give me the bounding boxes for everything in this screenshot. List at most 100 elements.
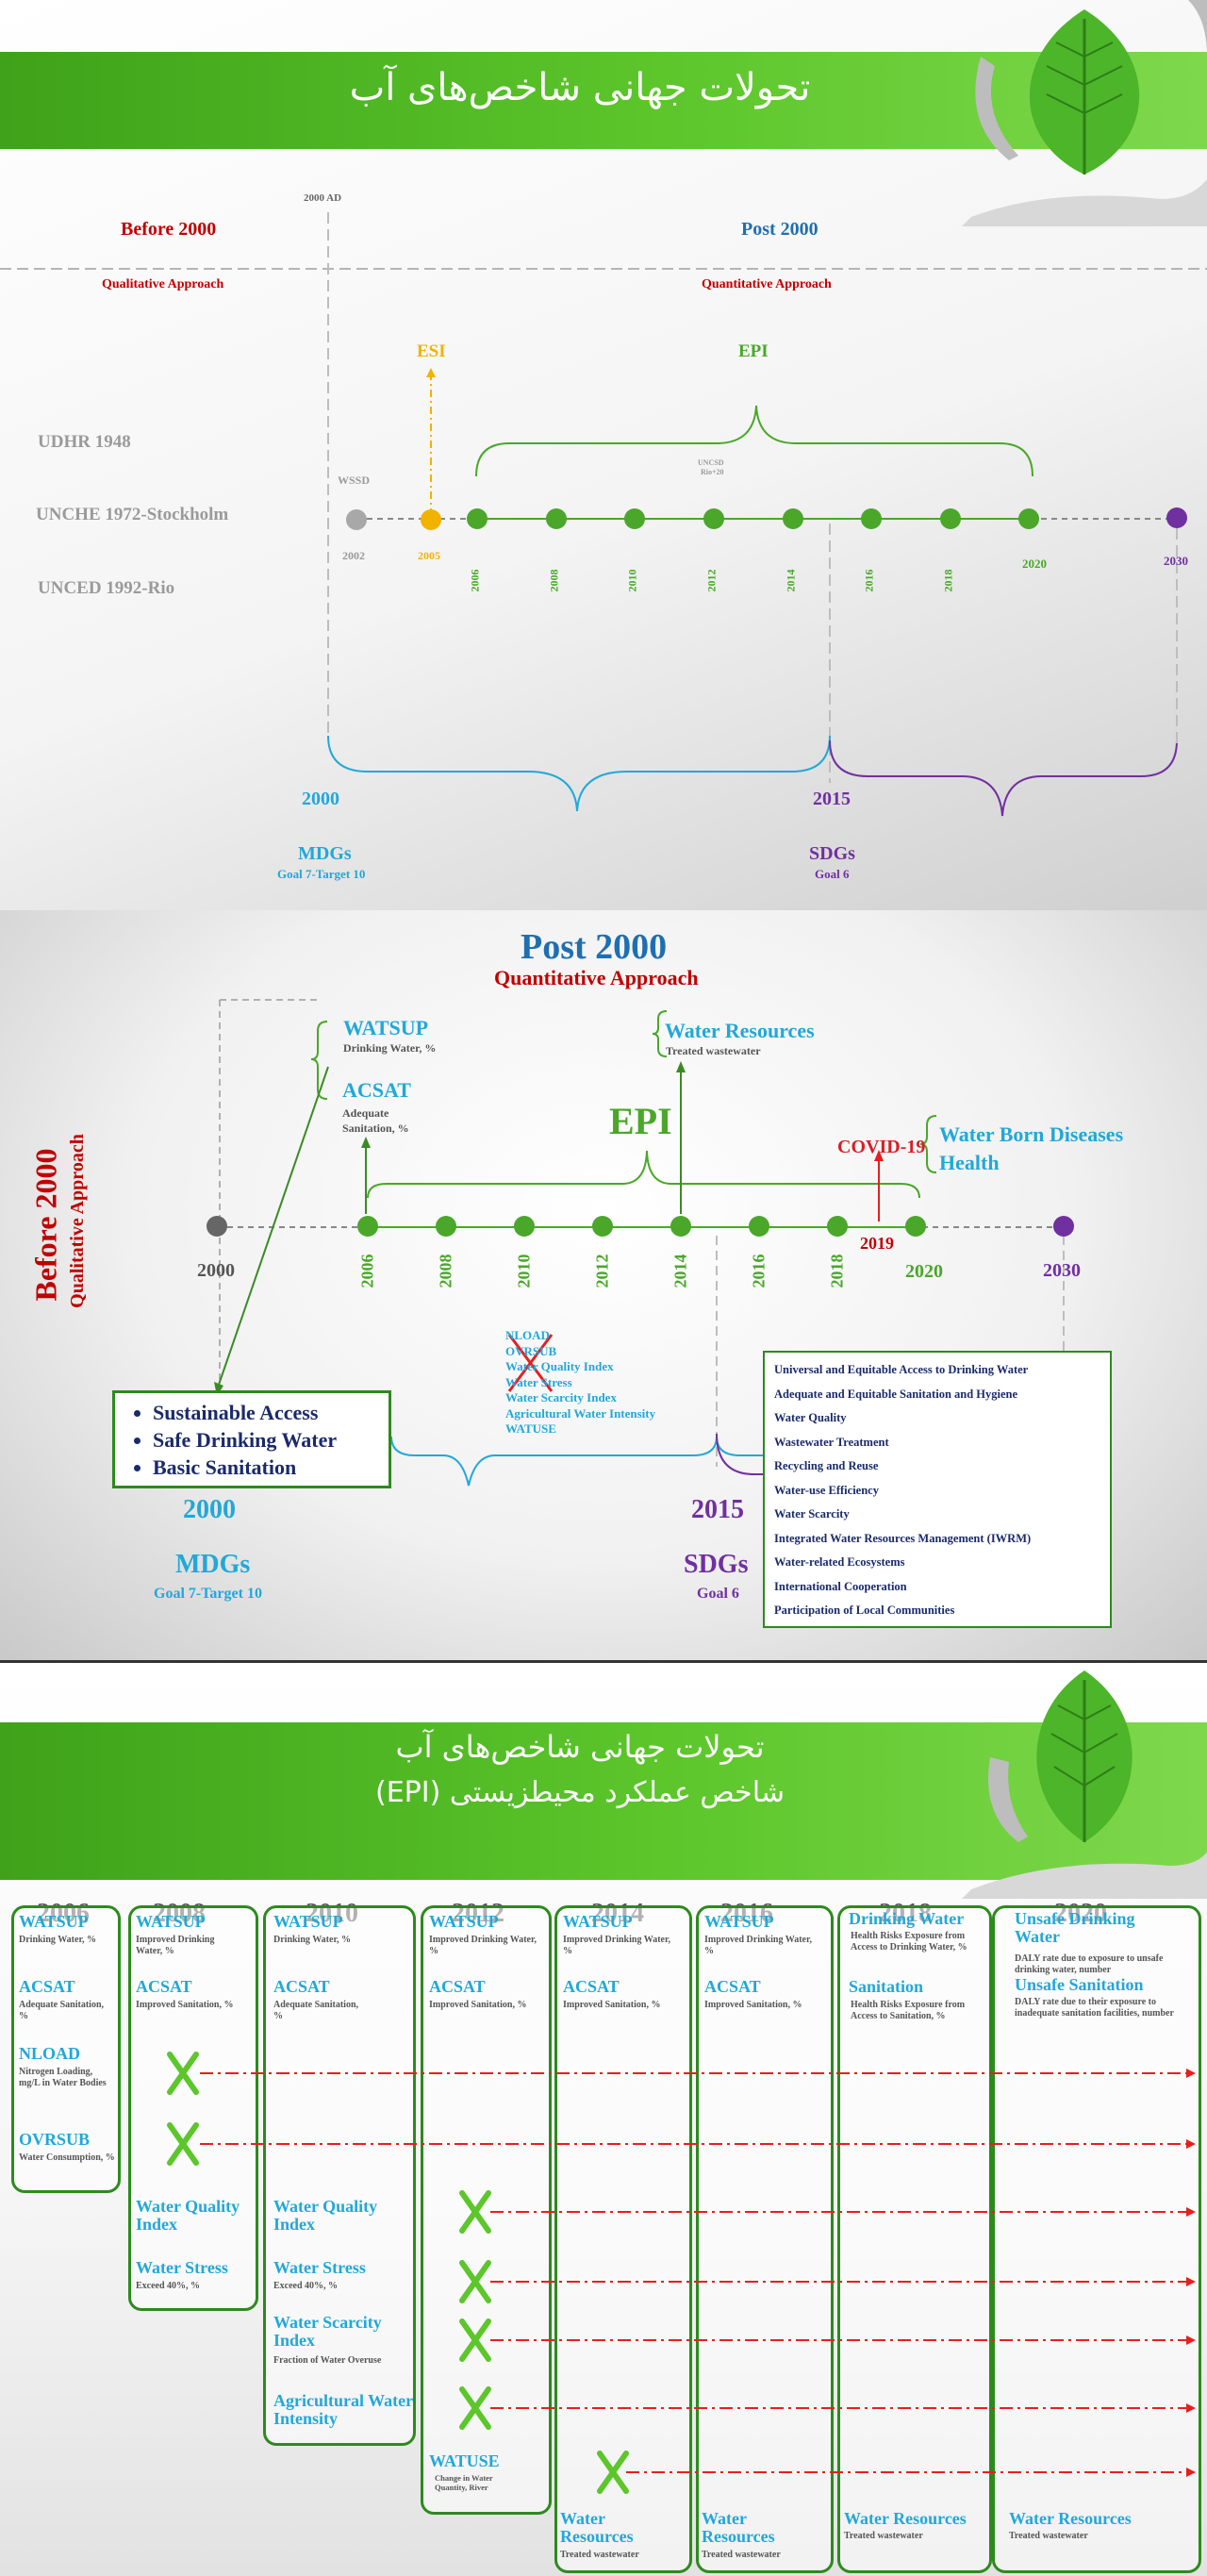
mdgs-label: MDGs (298, 843, 352, 864)
year-2008: 2008 (547, 569, 561, 592)
awi-2010: Agricultural Water Intensity (273, 2391, 413, 2428)
water-resources-2014-sub: Treated wastewater (560, 2550, 639, 2560)
timeline-graphics (0, 212, 1207, 817)
drinking-water-2018-sub: Health Risks Exposure from Access to Dri… (851, 1931, 967, 1953)
sdg-item: Water-related Ecosystems (774, 1555, 905, 1569)
year-2016: 2016 (862, 569, 876, 592)
sanitation-2018-sub: Health Risks Exposure from Access to San… (851, 2000, 966, 2021)
column-2018 (837, 1905, 992, 2573)
epi-timeline-graphics (207, 999, 1074, 1515)
sdg-goal-label: Goal 6 (815, 867, 850, 881)
mdg-item: Basic Sanitation (153, 1454, 389, 1481)
watsup-2016: WATSUP (704, 1912, 774, 1931)
leaf-hands-logo (962, 0, 1207, 226)
year-2018: 2018 (941, 569, 955, 592)
wqi-2010: Water Quality Index (273, 2197, 378, 2234)
year-2014: 2014 (784, 569, 798, 592)
watsup-2006: WATSUP (19, 1912, 89, 1931)
watsup-sub: Drinking Water, % (343, 1041, 437, 1055)
year-2010: 2010 (625, 569, 639, 592)
acsat-2010-sub: Adequate Sanitation, % (273, 2000, 359, 2021)
slide-title-1: تحولات جهانی شاخص‌های آب (395, 1729, 765, 1765)
watsup-2008: WATSUP (136, 1912, 206, 1931)
water-resources-2016: Water Resources (702, 2509, 775, 2546)
year-2002: 2002 (342, 549, 365, 562)
epi-label: EPI (738, 341, 769, 361)
sdg-item: International Cooperation (774, 1579, 907, 1593)
removed-indicator: NLOAD (505, 1328, 550, 1342)
title-banner (0, 52, 1207, 149)
year-2019: 2019 (860, 1234, 894, 1253)
sdg-item: Water Scarcity (774, 1507, 850, 1521)
removed-indicator: Water Quality Index (505, 1359, 614, 1373)
acsat-2006-sub: Adequate Sanitation, % (19, 2000, 105, 2021)
acsat-2016-sub: Improved Sanitation, % (704, 2000, 802, 2010)
unsafe-sanitation-2020-sub: DALY rate due to their exposure to inade… (1015, 1997, 1174, 2019)
year-2006: 2006 (357, 1254, 377, 1288)
sdgs-label: SDGs (809, 843, 855, 864)
uncsd-label: UNCSD (698, 458, 724, 467)
rio20-label: Rio+20 (701, 468, 724, 476)
sdg-item: Recycling and Reuse (774, 1459, 879, 1472)
watsup-2010: WATSUP (273, 1912, 343, 1931)
post-2000-label: Post 2000 (741, 219, 818, 240)
acsat-2010: ACSAT (273, 1977, 330, 1996)
sdg-item: Participation of Local Communities (774, 1604, 955, 1617)
column-2006 (11, 1905, 121, 2193)
mdg-items-box: Sustainable Access Safe Drinking Water B… (112, 1390, 391, 1488)
watsup-2016-sub: Improved Drinking Water, % (704, 1935, 812, 1956)
acsat-2014-sub: Improved Sanitation, % (563, 2000, 661, 2010)
discontinued-indicator-arrows (167, 2052, 1196, 2494)
quantitative-label: Quantitative Approach (702, 277, 832, 291)
year-2012: 2012 (592, 1254, 612, 1288)
unced-label: UNCED 1992-Rio (38, 578, 175, 598)
sdg-item: Wastewater Treatment (774, 1435, 889, 1449)
removed-indicator: OVRSUB (505, 1343, 557, 1358)
water-resources-2014: Water Resources (560, 2509, 634, 2546)
year-2005: 2005 (418, 549, 440, 562)
year-2012: 2012 (704, 569, 719, 592)
water-resources-2020: Water Resources (1009, 2509, 1132, 2528)
esi-label: ESI (417, 341, 446, 361)
sdg-item: Integrated Water Resources Management (I… (774, 1531, 1032, 1545)
acsat-sub-2: Sanitation, % (342, 1122, 409, 1135)
post-2000-title: Post 2000 (521, 927, 668, 967)
sdg-item: Water Quality (774, 1411, 847, 1424)
health-label: Health (939, 1151, 1000, 1174)
qualitative-vertical: Qualitative Approach (66, 1134, 88, 1308)
water-resources-2016-sub: Treated wastewater (702, 2550, 781, 2560)
epi-big-label: EPI (609, 1100, 672, 1142)
year-2020: 2020 (905, 1261, 943, 1282)
acsat-2012-sub: Improved Sanitation, % (429, 2000, 527, 2010)
watsup-label: WATSUP (343, 1016, 429, 1039)
column-2008 (128, 1905, 258, 2311)
wsi-2010: Water Scarcity Index (273, 2313, 382, 2350)
sdg-item: Universal and Equitable Access to Drinki… (774, 1363, 1029, 1376)
removed-indicator: Agricultural Water Intensity (505, 1405, 656, 1421)
year-2008: 2008 (436, 1254, 455, 1288)
year-2030: 2030 (1164, 554, 1188, 568)
slide-timeline-overview: تحولات جهانی شاخص‌های آب 2000 AD Befor (0, 0, 1207, 910)
watsup-2012-sub: Improved Drinking Water, % (429, 1935, 537, 1956)
sdg-start-year: 2015 (691, 1495, 744, 1524)
acsat-2008: ACSAT (136, 1977, 192, 1996)
udhr-label: UDHR 1948 (38, 432, 131, 452)
removed-indicator: Water Stress (505, 1374, 572, 1389)
drinking-water-2018: Drinking Water (849, 1909, 965, 1928)
covid-label: COVID-19 (837, 1137, 926, 1157)
water-stress-2010: Water Stress (273, 2258, 366, 2277)
year-2010: 2010 (514, 1254, 534, 1288)
water-stress-2008-sub: Exceed 40%, % (136, 2281, 201, 2291)
year-2018: 2018 (827, 1254, 847, 1288)
acsat-2012: ACSAT (429, 1977, 486, 1996)
removed-indicator: Water Scarcity Index (505, 1390, 617, 1404)
water-resources-2018: Water Resources (844, 2509, 967, 2528)
sdgs-label: SDGs (684, 1550, 749, 1579)
mdg-start-year: 2000 (302, 789, 339, 809)
slide-post-2000: Post 2000 Quantitative Approach Before 2… (0, 910, 1207, 1660)
water-stress-2008: Water Stress (136, 2258, 228, 2277)
unsafe-drinking-water-2020: Unsafe Drinking Water (1015, 1909, 1135, 1946)
sdg-goal-label: Goal 6 (697, 1586, 739, 1602)
sdg-item: Water-use Efficiency (774, 1483, 879, 1497)
removed-indicators-list: NLOAD OVRSUB Water Quality Index Water S… (505, 1328, 655, 1438)
